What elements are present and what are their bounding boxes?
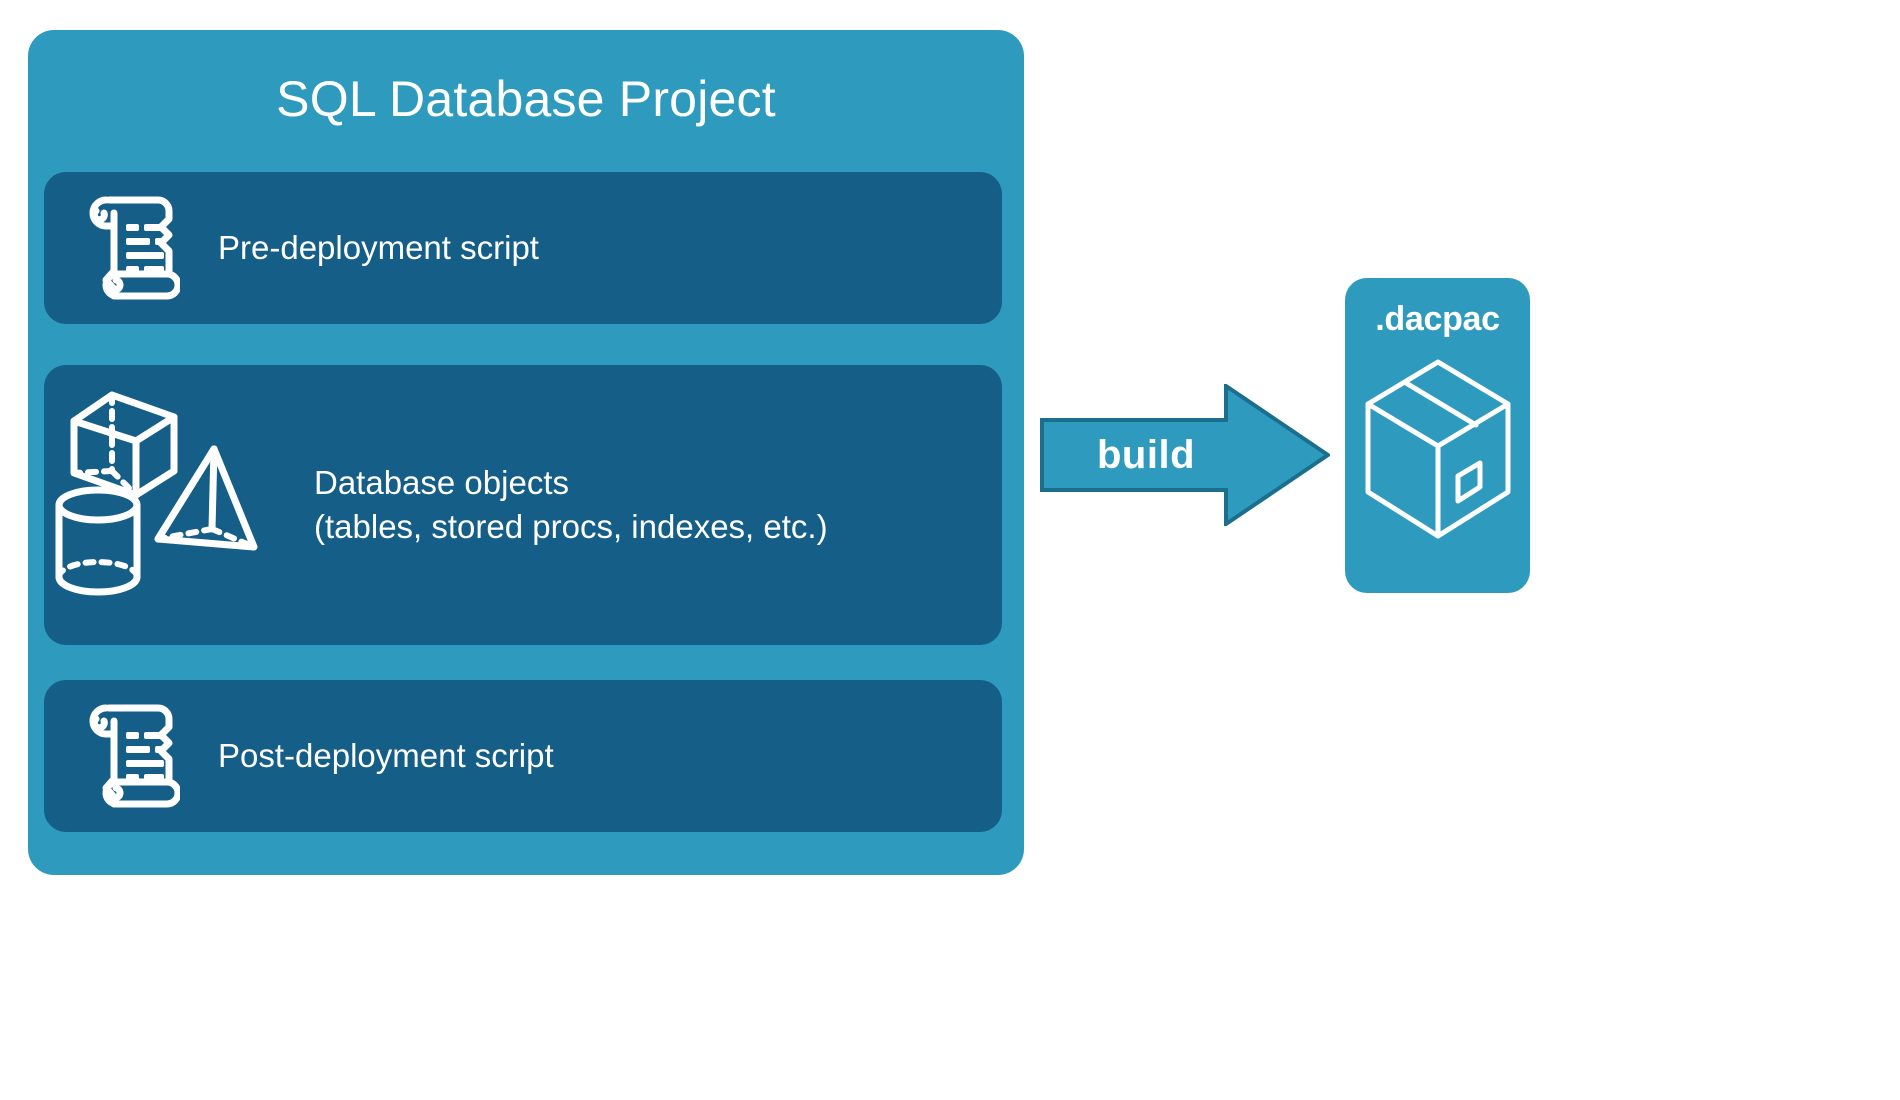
panel-database-objects-label: Database objects (tables, stored procs, … bbox=[314, 464, 828, 545]
build-arrow: build bbox=[1040, 382, 1332, 528]
cylinder-icon bbox=[50, 483, 146, 604]
panel-pre-deployment-label: Pre-deployment script bbox=[218, 229, 539, 267]
sql-database-project-card: SQL Database Project bbox=[28, 30, 1024, 875]
package-box-icon bbox=[1362, 356, 1514, 547]
cube-icon bbox=[66, 387, 182, 508]
project-title: SQL Database Project bbox=[276, 71, 776, 127]
database-objects-icon-group bbox=[44, 365, 314, 645]
dacpac-title: .dacpac bbox=[1375, 300, 1500, 338]
scroll-icon bbox=[44, 697, 212, 815]
dacpac-card: .dacpac bbox=[1345, 278, 1530, 593]
pyramid-icon bbox=[150, 443, 272, 558]
panel-pre-deployment[interactable]: Pre-deployment script bbox=[44, 172, 1002, 324]
panel-post-deployment-label: Post-deployment script bbox=[218, 737, 554, 775]
panel-database-objects[interactable]: Database objects (tables, stored procs, … bbox=[44, 365, 1002, 645]
scroll-icon bbox=[44, 189, 212, 307]
panel-post-deployment[interactable]: Post-deployment script bbox=[44, 680, 1002, 832]
